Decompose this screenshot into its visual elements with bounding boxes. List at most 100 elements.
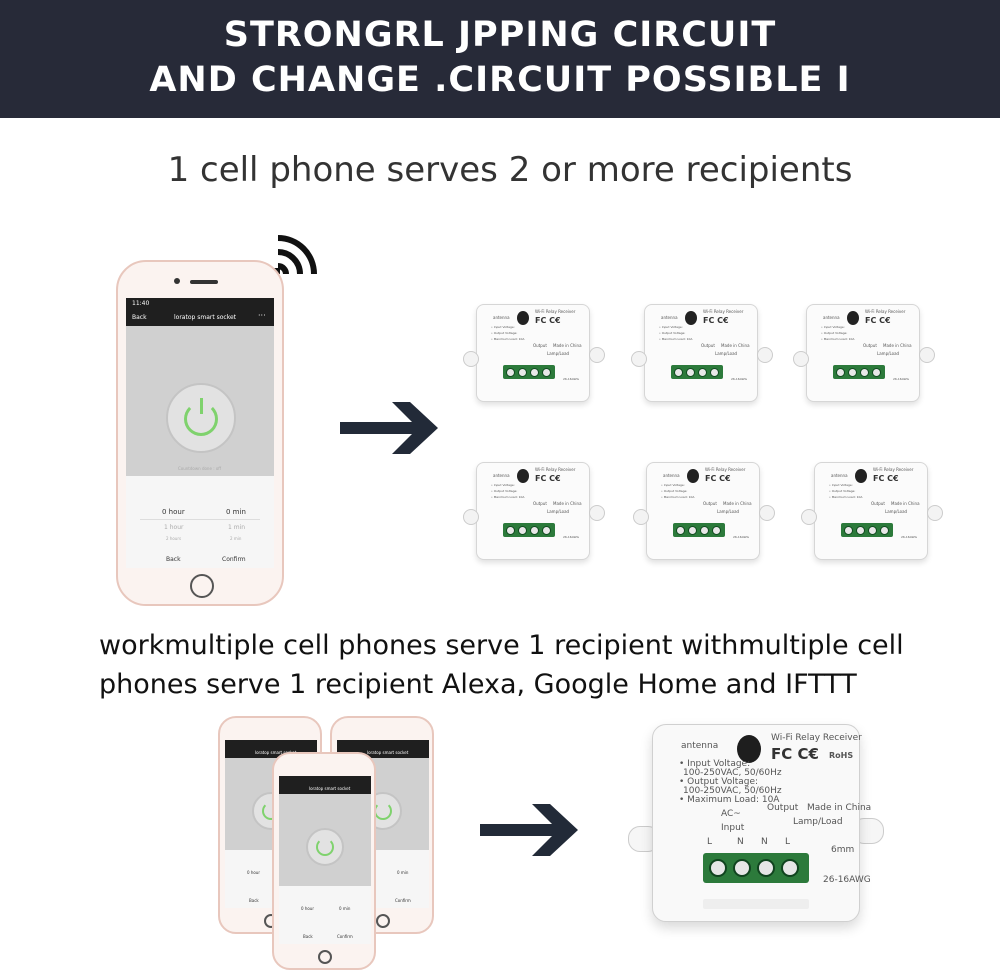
rohs-label: RoHS bbox=[829, 751, 854, 760]
terminal-block bbox=[673, 523, 725, 537]
countdown-label: Countdown done : off bbox=[178, 466, 222, 471]
lamp-label: Lamp/Load bbox=[547, 351, 570, 356]
terminal-screw bbox=[506, 526, 515, 535]
home-button[interactable] bbox=[318, 950, 332, 964]
antenna-knob bbox=[517, 311, 529, 325]
output-voltage-label: • Output Voltage: bbox=[821, 331, 848, 335]
wifi-signal-icon bbox=[274, 235, 317, 275]
antenna-label: antenna bbox=[681, 741, 719, 751]
header-banner: STRONGRL JPPING CIRCUIT AND CHANGE .CIRC… bbox=[0, 0, 1000, 118]
terminal-block bbox=[503, 365, 555, 379]
output-voltage-label: • Output Voltage: bbox=[491, 331, 518, 335]
product-label: Wi-Fi Relay Receiver bbox=[873, 467, 914, 472]
hours-next-2[interactable]: 2 hours bbox=[166, 536, 182, 541]
certification-marks: FC C€ bbox=[865, 316, 891, 325]
awg-label: 26-16AWG bbox=[733, 535, 749, 539]
power-icon-bar bbox=[200, 398, 203, 414]
minutes-selected[interactable]: 0 min bbox=[397, 870, 409, 875]
mount-ear-right bbox=[589, 347, 605, 363]
confirm-button[interactable]: Confirm bbox=[222, 556, 246, 563]
terminal-l-1: L bbox=[707, 837, 713, 847]
antenna-knob bbox=[847, 311, 859, 325]
minutes-next-2[interactable]: 2 min bbox=[230, 536, 242, 541]
terminal-screw bbox=[518, 526, 527, 535]
power-icon bbox=[374, 802, 392, 820]
hours-selected[interactable]: 0 hour bbox=[247, 870, 260, 875]
terminal-screw bbox=[698, 368, 707, 377]
back-button[interactable]: Back bbox=[249, 898, 259, 903]
lamp-label: Lamp/Load bbox=[885, 509, 908, 514]
product-label: Wi-Fi Relay Receiver bbox=[535, 309, 576, 314]
input-voltage-label: • Input Voltage: bbox=[821, 325, 845, 329]
output-voltage-label: • Output Voltage: bbox=[491, 489, 518, 493]
lamp-label: Lamp/Load bbox=[793, 817, 843, 827]
terminal-n-1: N bbox=[737, 837, 744, 847]
terminal-screw bbox=[872, 368, 881, 377]
input-label: Input bbox=[721, 823, 745, 833]
input-voltage-label: • Input Voltage: bbox=[829, 483, 853, 487]
home-button[interactable] bbox=[190, 574, 214, 598]
minutes-selected[interactable]: 0 min bbox=[339, 906, 351, 911]
product-label: Wi-Fi Relay Receiver bbox=[703, 309, 744, 314]
wire-slot bbox=[703, 899, 809, 909]
back-button[interactable]: Back bbox=[303, 934, 313, 939]
made-in-label: Made in China bbox=[553, 343, 582, 348]
antenna-knob bbox=[517, 469, 529, 483]
certification-marks: FC C€ bbox=[535, 316, 561, 325]
terminal-block bbox=[841, 523, 893, 537]
output-voltage-label: • Output Voltage: bbox=[659, 331, 686, 335]
hours-next[interactable]: 1 hour bbox=[164, 524, 184, 531]
max-load-label: • Maximum Load: 10A bbox=[821, 337, 855, 341]
max-load-label: • Maximum Load: 10A bbox=[491, 337, 525, 341]
hours-selected[interactable]: 0 hour bbox=[301, 906, 314, 911]
certification-marks: FC C€ bbox=[703, 316, 729, 325]
made-in-label: Made in China bbox=[891, 501, 920, 506]
app-title: loratop smart socket bbox=[367, 750, 409, 755]
home-button[interactable] bbox=[376, 914, 390, 928]
hours-selected[interactable]: 0 hour bbox=[162, 508, 185, 516]
output-label: Output bbox=[703, 501, 717, 506]
terminal-screw bbox=[530, 526, 539, 535]
confirm-button[interactable]: Confirm bbox=[337, 934, 353, 939]
output-label: Output bbox=[871, 501, 885, 506]
max-load-label: • Maximum Load: 10A bbox=[829, 495, 863, 499]
max-load-label: • Maximum Load: 10A bbox=[491, 495, 525, 499]
app-title: loratop smart socket bbox=[309, 786, 351, 791]
made-in-label: Made in China bbox=[883, 343, 912, 348]
made-in-label: Made in China bbox=[723, 501, 752, 506]
made-in-label: Made in China bbox=[721, 343, 750, 348]
terminal-screw bbox=[530, 368, 539, 377]
mount-ear-left bbox=[633, 509, 649, 525]
back-link[interactable]: Back bbox=[132, 314, 147, 321]
relay-receiver-large: antenna Wi-Fi Relay Receiver FC C€ RoHS … bbox=[652, 724, 871, 922]
mount-ear-right bbox=[589, 505, 605, 521]
output-voltage-label: • Output Voltage: bbox=[661, 489, 688, 493]
more-menu-icon[interactable]: ··· bbox=[258, 311, 266, 320]
certification-marks: FC C€ bbox=[873, 474, 899, 483]
minutes-next[interactable]: 1 min bbox=[228, 524, 246, 531]
antenna-knob bbox=[855, 469, 867, 483]
output-label: Output bbox=[863, 343, 877, 348]
awg-label: 26-16AWG bbox=[563, 377, 579, 381]
back-button[interactable]: Back bbox=[166, 556, 181, 563]
terminal-block bbox=[503, 523, 555, 537]
lamp-label: Lamp/Load bbox=[717, 509, 740, 514]
terminal-screw bbox=[676, 526, 685, 535]
mount-ear-left bbox=[463, 509, 479, 525]
terminal-screw bbox=[710, 368, 719, 377]
mount-ear-left bbox=[801, 509, 817, 525]
certification-marks: FC C€ bbox=[705, 474, 731, 483]
terminal-screw bbox=[709, 859, 727, 877]
minutes-selected[interactable]: 0 min bbox=[226, 508, 246, 516]
strip-gauge-label: 6mm bbox=[831, 845, 855, 855]
mount-ear-left bbox=[793, 351, 809, 367]
confirm-button[interactable]: Confirm bbox=[395, 898, 411, 903]
product-label: Wi-Fi Relay Receiver bbox=[705, 467, 746, 472]
app-title: loratop smart socket bbox=[174, 314, 236, 321]
output-voltage-label: • Output Voltage: bbox=[679, 777, 759, 787]
subtitle: 1 cell phone serves 2 or more recipients bbox=[167, 150, 853, 190]
